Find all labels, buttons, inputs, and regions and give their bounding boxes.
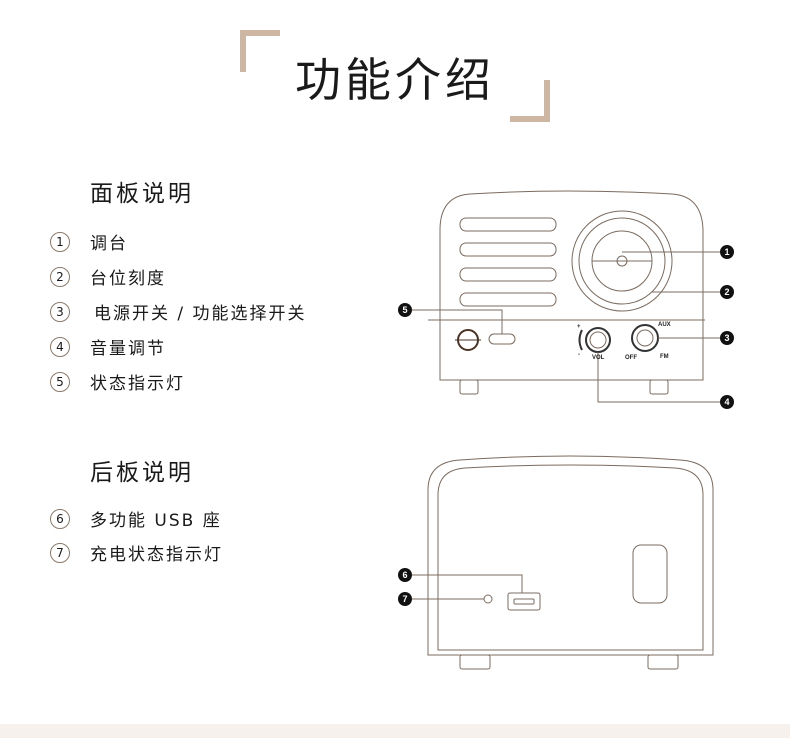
- vol-label: VOL: [592, 355, 605, 361]
- callout-2: 2: [724, 287, 729, 297]
- speaker-grille: [632, 544, 668, 604]
- off-label: OFF: [625, 355, 637, 361]
- callout-5: 5: [402, 305, 407, 315]
- status-indicator-light: [488, 333, 516, 345]
- front-panel-heading: 面板说明: [90, 181, 194, 207]
- title-bracket-right: [510, 80, 550, 122]
- footer-strip: [0, 724, 790, 738]
- front-radio-illustration: [412, 190, 720, 403]
- logo-icon: [455, 329, 481, 351]
- volume-knob: [585, 327, 611, 353]
- mode-knob: [631, 324, 659, 352]
- title-bracket-left: [240, 30, 280, 72]
- back-panel-heading: 后板说明: [90, 460, 194, 486]
- page-title: 功能介绍: [295, 53, 495, 107]
- aux-label: AUX: [658, 322, 671, 328]
- callout-4: 4: [724, 397, 729, 407]
- fm-label: FM: [660, 354, 669, 360]
- minus-label: -: [578, 352, 580, 358]
- usb-port: [507, 592, 541, 611]
- callout-6: 6: [402, 570, 407, 580]
- charge-indicator: [483, 594, 493, 604]
- callout-1: 1: [724, 247, 729, 257]
- plus-label: +: [577, 324, 581, 330]
- callout-3: 3: [724, 333, 729, 343]
- callout-7: 7: [402, 594, 407, 604]
- back-radio-illustration: [412, 455, 714, 670]
